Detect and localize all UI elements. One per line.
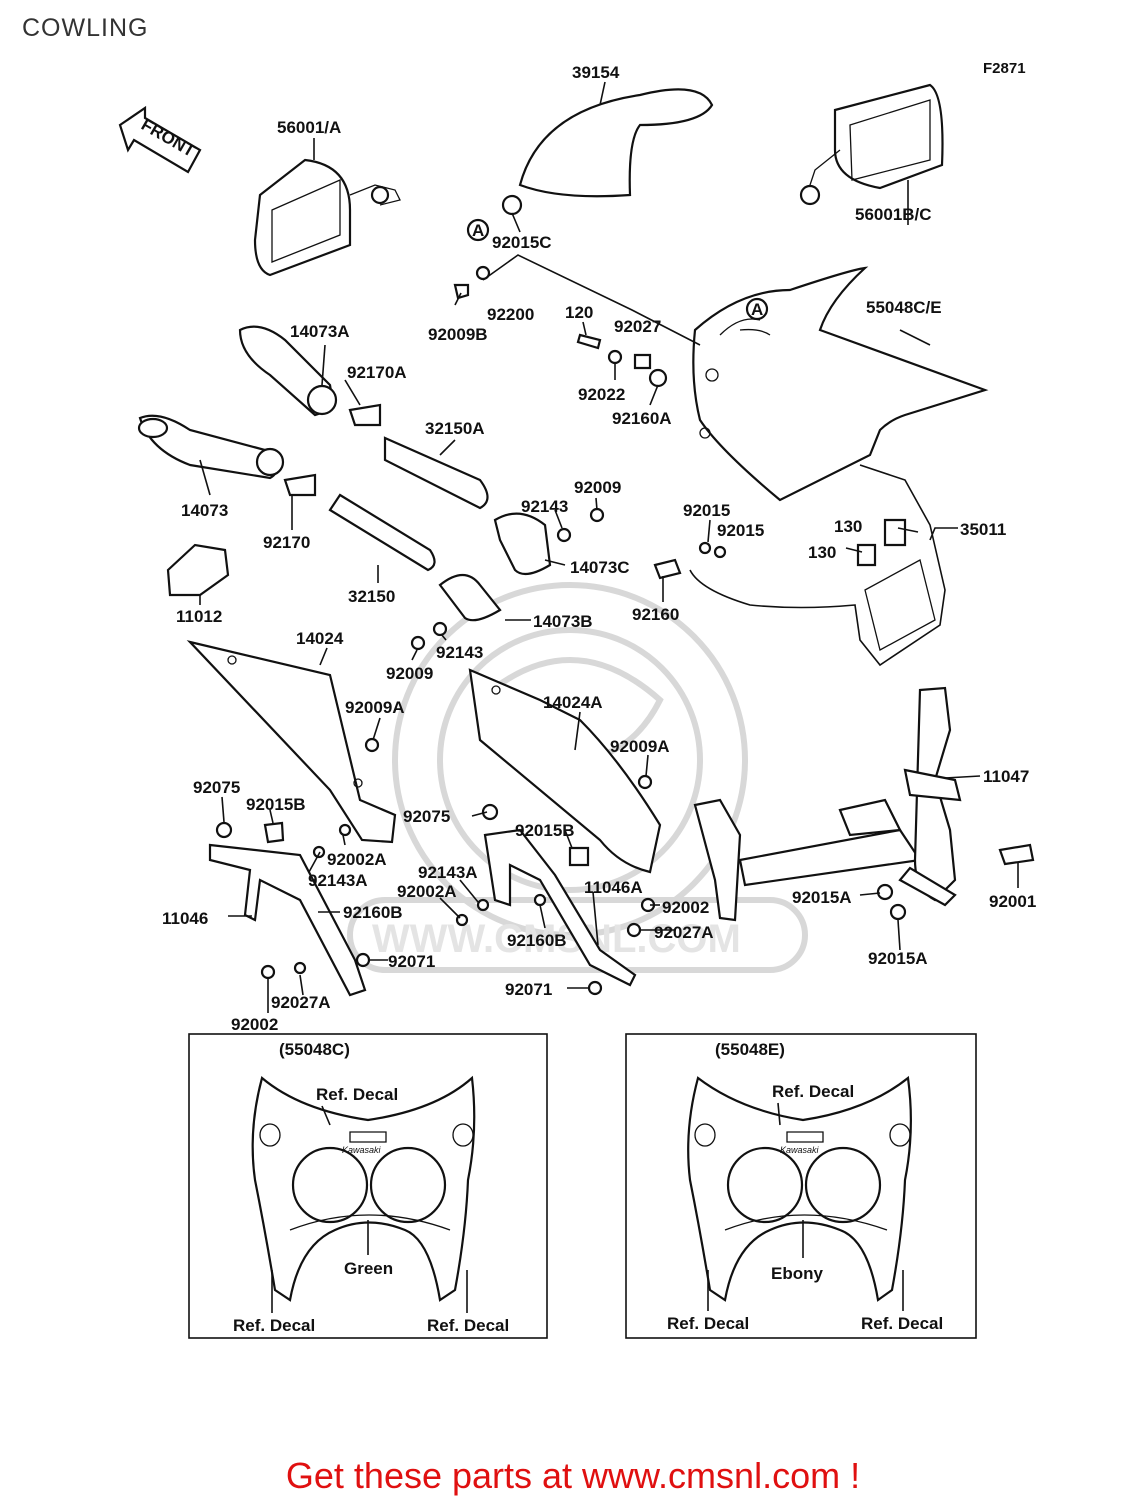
part-label-92143-top: 92143 — [521, 497, 568, 516]
part-label-35011: 35011 — [960, 520, 1006, 539]
part-label-32150: 32150 — [348, 587, 395, 606]
part-label-92015a-1: 92015A — [792, 888, 852, 907]
inset-right-bottom-left-label: Ref. Decal — [667, 1314, 749, 1333]
part-label-92170: 92170 — [263, 533, 310, 552]
part-label-92015-2: 92015 — [717, 521, 764, 540]
inset-left-bottom-left-label: Ref. Decal — [233, 1316, 315, 1335]
part-label-92015-1: 92015 — [683, 501, 730, 520]
part-label-11012: 11012 — [176, 607, 222, 626]
part-label-92160a: 92160A — [612, 409, 672, 428]
part-label-92002a-mid: 92002A — [397, 882, 457, 901]
windscreen — [518, 88, 714, 198]
part-label-130-1: 130 — [834, 517, 862, 536]
part-label-92143-mid: 92143 — [436, 643, 483, 662]
part-label-11047: 11047 — [983, 767, 1029, 786]
inset-right-top-label: Ref. Decal — [772, 1082, 854, 1101]
part-label-92015b-left: 92015B — [246, 795, 306, 814]
part-label-92160b-left: 92160B — [343, 903, 403, 922]
part-label-32150a: 32150A — [425, 419, 485, 438]
part-label-92009b: 92009B — [428, 325, 488, 344]
part-label-14073: 14073 — [181, 501, 228, 520]
part-label-14024: 14024 — [296, 629, 344, 648]
inset-left-logo: Kawasaki — [342, 1145, 382, 1155]
exploded-view-diagram: WWW.CMSNL.COM FRONT — [118, 63, 1036, 1339]
air-ducts — [137, 325, 552, 622]
part-label-130-2: 130 — [808, 543, 836, 562]
part-label-92009-mid: 92009 — [386, 664, 433, 683]
part-label-92143a-mid: 92143A — [418, 863, 478, 882]
part-label-92160: 92160 — [632, 605, 679, 624]
figure-code: F2871 — [983, 60, 1026, 77]
part-label-92015b-mid: 92015B — [515, 821, 575, 840]
side-brackets — [208, 828, 637, 997]
mirror-left — [253, 158, 401, 277]
part-label-14073a: 14073A — [290, 322, 350, 341]
watermark-text: WWW.CMSNL.COM — [372, 917, 741, 961]
svg-text:A: A — [472, 221, 484, 240]
cowling-stay — [689, 464, 946, 667]
part-label-55048ce: 55048C/E — [866, 298, 942, 317]
ref-marker-a-lower: A — [466, 218, 490, 242]
inset-left-color-label: Green — [344, 1259, 393, 1278]
part-label-92027a-left: 92027A — [271, 993, 331, 1012]
part-label-92071-left: 92071 — [388, 952, 435, 971]
upper-cowling — [692, 266, 989, 502]
part-label-92075-mid: 92075 — [403, 807, 450, 826]
watermark: WWW.CMSNL.COM — [347, 582, 808, 973]
part-label-92170a: 92170A — [347, 363, 407, 382]
part-label-120: 120 — [565, 303, 593, 322]
part-label-14073c: 14073C — [570, 558, 630, 577]
part-label-14073b: 14073B — [533, 612, 593, 631]
part-label-92027a-mid: 92027A — [654, 923, 714, 942]
part-label-92015c: 92015C — [492, 233, 552, 252]
part-label-92002-left: 92002 — [231, 1015, 278, 1034]
inset-right-color-label: Ebony — [771, 1264, 823, 1283]
part-label-92002-mid: 92002 — [662, 898, 709, 917]
part-label-11046: 11046 — [162, 909, 208, 928]
leader-lines — [199, 81, 1019, 1013]
inset-right-bottom-right-label: Ref. Decal — [861, 1314, 943, 1333]
inner-panels — [186, 640, 662, 874]
part-label-92200: 92200 — [487, 305, 534, 324]
part-labels: 39154 56001/A 56001B/C 92015C 92200 9200… — [162, 63, 1036, 1034]
part-label-39154: 39154 — [572, 63, 620, 82]
part-label-92001: 92001 — [989, 892, 1036, 911]
part-label-92009a-right: 92009A — [610, 737, 670, 756]
part-label-92027: 92027 — [614, 317, 661, 336]
part-label-56001a: 56001/A — [277, 118, 341, 137]
inset-right-title: (55048E) — [715, 1040, 785, 1059]
inset-55048c: (55048C) Kawasaki Ref. Decal Green Ref. … — [188, 1033, 548, 1339]
part-label-92160b-mid: 92160B — [507, 931, 567, 950]
inset-left-bottom-right-label: Ref. Decal — [427, 1316, 509, 1335]
footer-promo-link[interactable]: Get these parts at www.cmsnl.com ! — [285, 1455, 861, 1496]
part-label-92075-left: 92075 — [193, 778, 240, 797]
part-label-92015a-2: 92015A — [868, 949, 928, 968]
mirror-right — [799, 83, 944, 206]
inset-right-logo: Kawasaki — [780, 1145, 820, 1155]
part-label-92009-top: 92009 — [574, 478, 621, 497]
inset-left-top-label: Ref. Decal — [316, 1085, 398, 1104]
part-label-11046a: 11046A — [584, 878, 643, 897]
part-11012 — [166, 543, 230, 597]
part-label-14024a: 14024A — [543, 693, 603, 712]
front-direction-arrow: FRONT — [118, 105, 202, 174]
svg-text:A: A — [751, 300, 763, 319]
front-stay — [693, 686, 962, 922]
page-title: COWLING — [22, 14, 149, 42]
inset-55048e: (55048E) Kawasaki Ref. Decal Ebony Ref. … — [625, 1033, 977, 1339]
part-label-92022: 92022 — [578, 385, 625, 404]
part-label-92009a-left: 92009A — [345, 698, 405, 717]
ref-marker-a-upper: A — [745, 297, 769, 321]
part-label-92071-mid: 92071 — [505, 980, 552, 999]
inset-left-title: (55048C) — [279, 1040, 350, 1059]
part-label-56001bc: 56001B/C — [855, 205, 932, 224]
part-label-92002a-left: 92002A — [327, 850, 387, 869]
part-label-92143a-left: 92143A — [308, 871, 368, 890]
